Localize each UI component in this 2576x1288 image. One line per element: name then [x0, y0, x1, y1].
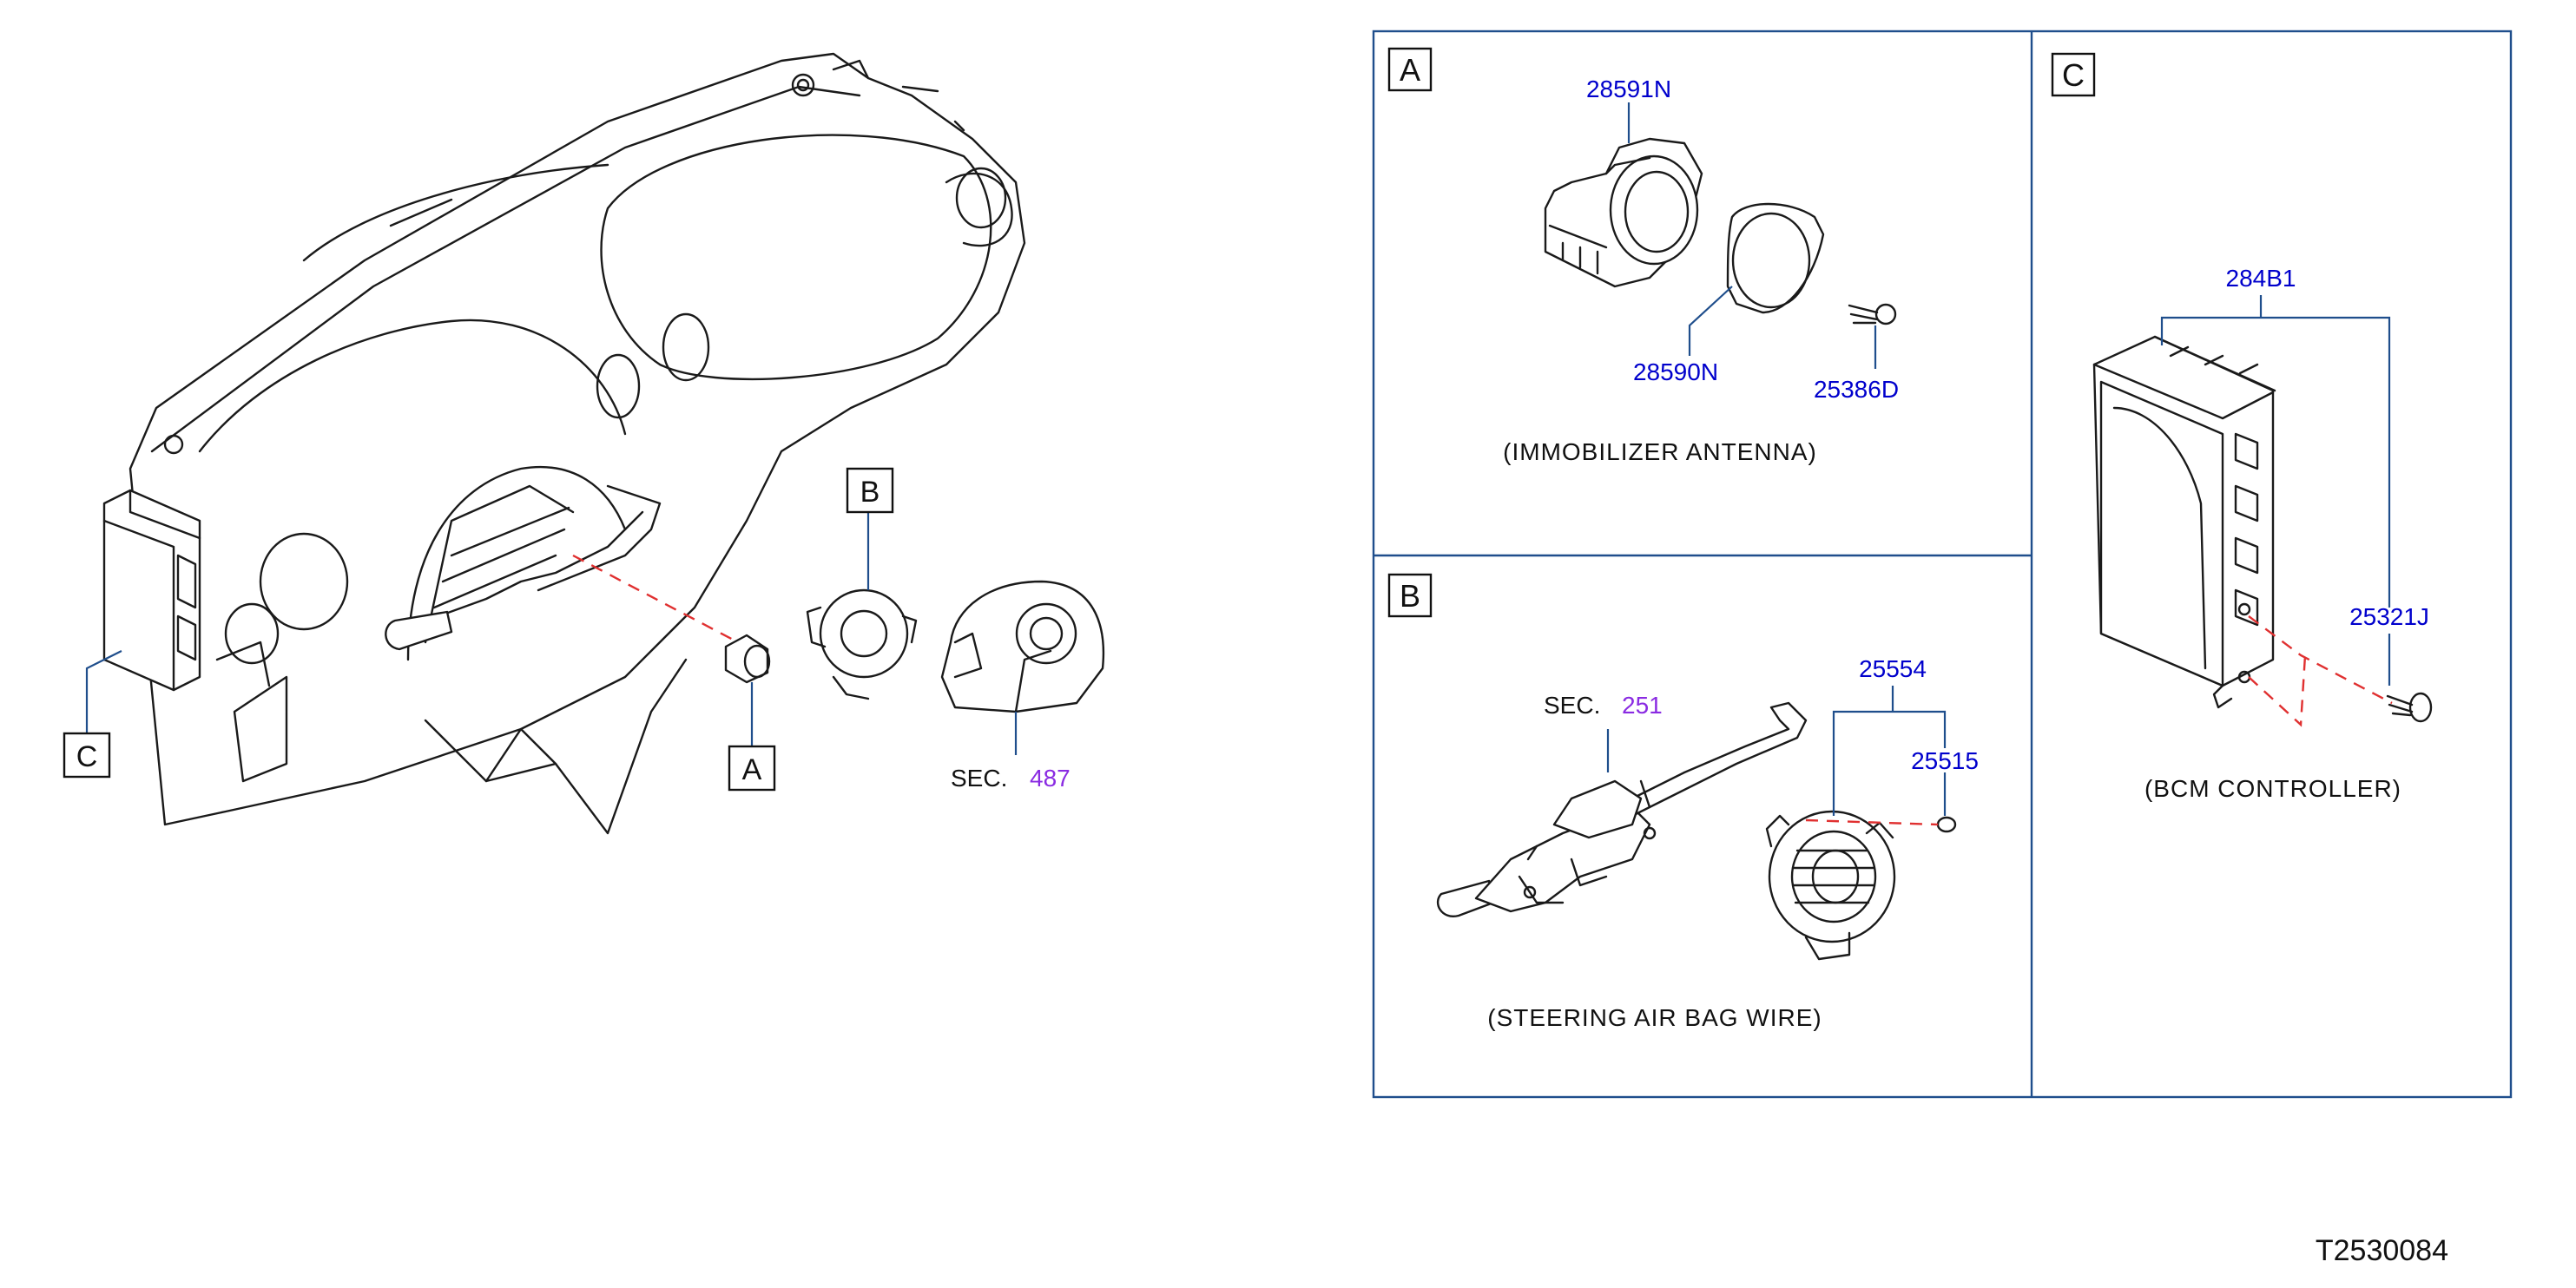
- part-number-284b1[interactable]: 284B1: [2226, 265, 2296, 292]
- part-number-28590n[interactable]: 28590N: [1633, 358, 1718, 385]
- part-number-25386d[interactable]: 25386D: [1814, 376, 1899, 403]
- panel-b-letter: B: [1400, 578, 1420, 614]
- clock-spring-drawing-main: [806, 588, 918, 700]
- sec-number-487[interactable]: 487: [1030, 765, 1071, 792]
- screw-drawing-c: [2386, 692, 2433, 723]
- screw-drawing-b: [1936, 816, 1957, 833]
- panel-c-letter: C: [2062, 57, 2085, 93]
- sec-label-b: SEC.: [1544, 692, 1600, 719]
- spiral-cable-drawing: [1765, 810, 1896, 961]
- immobilizer-antenna-drawing-main: [724, 634, 771, 684]
- panel-b: B SEC. 251 25554 255: [1387, 573, 1979, 1031]
- callout-b-label: B: [860, 476, 880, 509]
- combination-switch-drawing: [1436, 701, 1808, 917]
- detail-panels-frame: [1372, 30, 2513, 1099]
- panel-a-letter: A: [1400, 52, 1420, 88]
- panel-c: C 284B1 25321J (BCM CONTROLLER): [2051, 52, 2433, 802]
- callout-c-label: C: [76, 740, 98, 773]
- panel-a-caption: (IMMOBILIZER ANTENNA): [1503, 438, 1817, 465]
- sec-label-main: SEC.: [951, 765, 1007, 792]
- callout-c-main[interactable]: C: [63, 732, 111, 779]
- panel-a-letter-box: [1387, 47, 1433, 92]
- antenna-ring-drawing: [1726, 202, 1825, 314]
- hidden-line-b: [1805, 818, 1939, 826]
- hidden-line-main: [572, 554, 739, 644]
- leader-284b1: [2160, 316, 2391, 608]
- diagram-id: T2530084: [2316, 1234, 2448, 1267]
- callout-b-main[interactable]: B: [846, 467, 894, 514]
- panel-a: A 28591N 28590N 25386D (IMMOBILIZER ANTE…: [1387, 47, 1899, 465]
- part-number-28591n[interactable]: 28591N: [1586, 76, 1671, 102]
- hidden-line-c: [2248, 615, 2393, 727]
- antenna-housing-drawing: [1544, 137, 1703, 288]
- leader-25554: [1832, 710, 1947, 816]
- panel-b-caption: (STEERING AIR BAG WIRE): [1487, 1004, 1822, 1031]
- panel-b-letter-box: [1387, 573, 1433, 618]
- callout-a-main[interactable]: A: [728, 745, 776, 792]
- bcm-controller-drawing-main: [102, 489, 201, 692]
- sec-number-251[interactable]: 251: [1622, 692, 1663, 719]
- panel-c-letter-box: [2051, 52, 2096, 97]
- part-number-25515[interactable]: 25515: [1911, 747, 1979, 774]
- bcm-controller-drawing: [2092, 335, 2276, 709]
- part-number-25554[interactable]: 25554: [1859, 655, 1927, 682]
- part-number-25321j[interactable]: 25321J: [2349, 603, 2429, 630]
- leader-c-main: [85, 650, 122, 755]
- callout-a-label: A: [742, 753, 762, 786]
- column-cover-drawing-main: [940, 580, 1104, 713]
- leader-28590n: [1688, 286, 1733, 356]
- screw-drawing-a: [1848, 303, 1897, 325]
- dashboard-illustration: [128, 52, 1026, 835]
- panel-c-caption: (BCM CONTROLLER): [2144, 775, 2401, 802]
